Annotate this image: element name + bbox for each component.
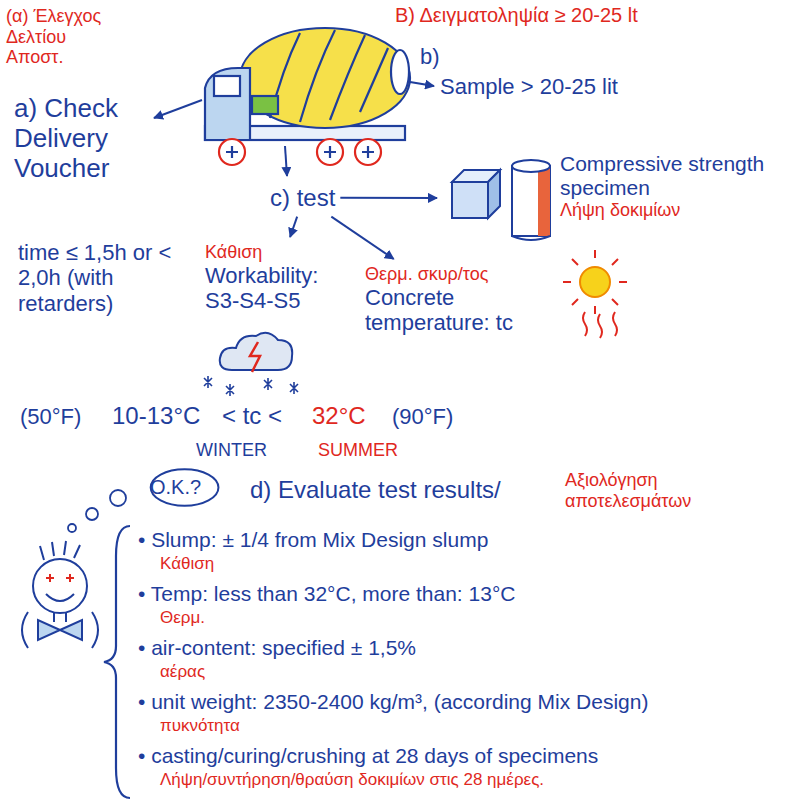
curly-bracket [104, 526, 130, 798]
greek-note: αέρας [160, 662, 205, 682]
truck-chute [252, 96, 278, 114]
node-text: c) test [270, 184, 335, 212]
drum-opening [391, 50, 409, 94]
truck-cab [205, 68, 250, 140]
node-text: Compressive strength specimen [560, 152, 785, 200]
workability-group: ΚάθισηWorkability: S3-S4-S5 [205, 240, 347, 315]
step-letter: b) [420, 44, 440, 69]
greek-note: Β) Δειγματοληψία ≥ 20-25 lt [395, 4, 638, 27]
node-text: Κάθιση [205, 242, 345, 263]
checklist-item: • Temp: less than 32°C, more than: 13°C [138, 582, 515, 606]
greek-note: (α) Έλεγχος Δελτίου Αποστ. [6, 6, 126, 68]
checklist-item: • casting/curing/crushing at 28 days of … [138, 744, 598, 768]
specimen-group: Compressive strength specimenΛήψη δοκιμί… [440, 150, 787, 246]
thought-bubbles [68, 490, 126, 532]
connector-arrow [340, 197, 437, 199]
node-text: Θερμ. σκυρ/τος [365, 264, 540, 285]
hair [40, 541, 80, 560]
mixer-drum [240, 28, 410, 128]
arrow [410, 82, 434, 86]
temperature-value: (90°F) [392, 404, 453, 429]
test-step: c) test [270, 182, 337, 214]
greek-note: Θερμ. [160, 608, 205, 628]
wheel-hub [226, 146, 374, 158]
drum-spiral [330, 35, 365, 120]
checklist-item: • air-content: specified ± 1,5% [138, 636, 416, 660]
temperature-value: (50°F) [20, 404, 81, 429]
tie-brackets [22, 612, 98, 648]
cylinder-body [512, 166, 550, 236]
neck [54, 613, 66, 622]
ok-thought-ellipse: O.K.? [150, 468, 219, 507]
drum-spiral [360, 48, 388, 112]
cube-front [452, 182, 488, 218]
greek-note: πυκνότητα [160, 716, 240, 736]
node-text: a) Check Delivery Voucher [14, 94, 164, 184]
ellipse-shape [151, 469, 219, 506]
eyes [46, 574, 74, 582]
temperature-value: 10-13°C [112, 402, 200, 430]
drum-spiral [300, 30, 335, 122]
node-subtext: Workability: S3-S4-S5 [205, 263, 345, 314]
specimen-icons [452, 160, 550, 240]
cylinder-shade [538, 168, 550, 236]
season-label: SUMMER [318, 440, 398, 461]
greek-note: Λήψη/συντήρηση/θραύση δοκιμίων στις 28 η… [160, 770, 544, 790]
time-note: time ≤ 1,5h or < 2,0h (with retarders) [18, 240, 193, 316]
connector-arrow [331, 217, 393, 259]
checklist-item: • unit weight: 2350-2400 kg/m³, (accordi… [138, 690, 648, 714]
temperature-value: 32°C [312, 402, 366, 430]
node-subtext: Λήψη δοκιμίων [560, 200, 785, 221]
checklist-item: • Slump: ± 1/4 from Mix Design slump [138, 528, 488, 552]
bow-tie [38, 620, 82, 640]
temperature-group: Θερμ. σκυρ/τοςConcrete temperature: tc [365, 262, 542, 337]
node-subtext: Concrete temperature: tc [365, 285, 540, 336]
head [33, 559, 87, 613]
check-voucher-text: a) Check Delivery Voucher [14, 92, 166, 186]
node-text: O.K.? [150, 476, 201, 499]
cylinder-top [512, 160, 550, 172]
connector-arrow [290, 217, 297, 237]
truck-arrows [154, 82, 434, 176]
winter-cloud [204, 333, 298, 396]
smiling-face [22, 541, 98, 648]
arrow [285, 146, 287, 176]
sun-symbol [563, 250, 627, 338]
greek-heading: Αξιολόγηση αποτελεσμάτων [565, 470, 780, 511]
sample-note: Sample > 20-25 lit [440, 74, 618, 99]
mixer-truck [205, 28, 410, 165]
greek-note: Κάθιση [160, 554, 214, 574]
temperature-value: < tc < [222, 402, 282, 430]
season-label: WINTER [196, 440, 267, 461]
smile [46, 594, 74, 601]
cab-window [214, 76, 240, 96]
section-heading: d) Evaluate test results/ [250, 476, 501, 504]
cylinder-bottom [512, 236, 550, 240]
arrow [154, 100, 202, 118]
cube-side [488, 170, 500, 218]
